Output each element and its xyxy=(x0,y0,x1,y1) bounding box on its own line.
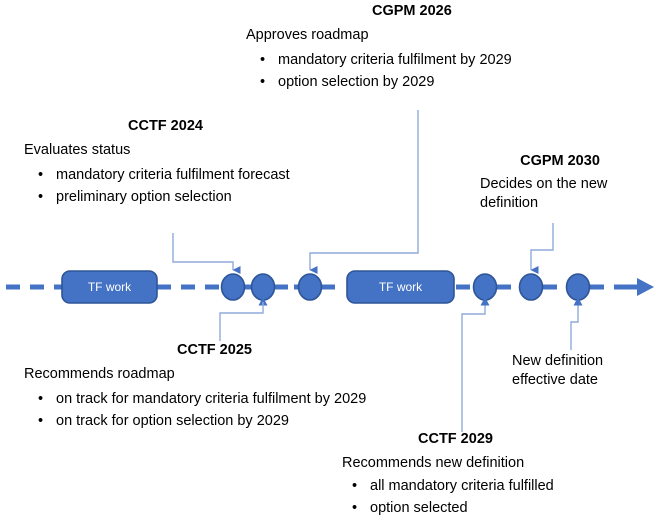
bullet-glyph-icon: • xyxy=(352,478,358,494)
annotation-new-definition: New definition effective date xyxy=(512,352,603,390)
annotation-title-cctf-2029: CCTF 2029 xyxy=(418,431,493,447)
list-item-label: preliminary option selection xyxy=(56,189,232,205)
annotation-bullets-cctf-2025: • on track for mandatory criteria fulfilm… xyxy=(24,388,366,432)
leader-arrowhead-new-definition xyxy=(573,297,583,306)
bullet-glyph-icon: • xyxy=(38,391,44,407)
annotation-new-definition-line2: effective date xyxy=(512,372,598,388)
list-item-label: option selected xyxy=(370,500,468,516)
leader-cctf-2025-path xyxy=(219,302,264,341)
annotation-cctf-2029: CCTF 2029 Recommends new definition • all… xyxy=(338,430,554,519)
list-item-label: mandatory criteria fulfilment by 2029 xyxy=(278,52,512,68)
list-item: • on track for mandatory criteria fulfilm… xyxy=(24,388,366,410)
milestone-marker-new-definition xyxy=(565,273,591,301)
annotation-lead-cgpm-2030-line1: Decides on the new xyxy=(480,176,608,192)
list-item-label: all mandatory criteria fulfilled xyxy=(370,478,554,494)
leader-cctf-2024 xyxy=(172,233,241,274)
leader-cctf-2029 xyxy=(461,305,486,432)
timeline-end-arrow-icon xyxy=(628,278,654,296)
annotation-bullets-cctf-2029: • all mandatory criteria fulfilled • optio… xyxy=(338,475,554,519)
list-item: • mandatory criteria fulfilment by 2029 xyxy=(246,49,512,71)
annotation-bullets-cctf-2024: •mandatory criteria fulfilment forecast … xyxy=(24,164,290,208)
bullet-glyph-icon: • xyxy=(352,500,358,516)
list-item-label: on track for mandatory criteria fulfilme… xyxy=(56,391,367,407)
list-item: • mandatory criteria fulfilment forecast xyxy=(24,164,290,186)
leader-arrowheads-up xyxy=(258,297,583,306)
leader-arrowhead-cctf-2029 xyxy=(480,297,490,306)
annotation-title-cgpm-2030: CGPM 2030 xyxy=(520,153,600,169)
leader-lines-2 xyxy=(219,302,264,341)
annotation-lead-cgpm-2026: Approves roadmap xyxy=(246,27,369,43)
annotation-cgpm-2026: CGPM 2026 Approves roadmap • mandatory cr… xyxy=(246,2,512,93)
phase-box-label-tf-work-1: TF work xyxy=(87,280,132,294)
annotation-lead-cctf-2025: Recommends roadmap xyxy=(24,366,175,382)
bullet-glyph-icon: • xyxy=(38,413,44,429)
list-item: • all mandatory criteria fulfilled xyxy=(338,475,554,497)
milestone-marker-cgpm-2026 xyxy=(297,273,323,301)
list-item-label: mandatory criteria fulfilment forecast xyxy=(56,167,290,183)
annotation-title-cctf-2025: CCTF 2025 xyxy=(177,342,252,358)
milestone-marker-cctf-2024 xyxy=(220,273,246,301)
annotation-cctf-2025: CCTF 2025 Recommends roadmap • on track f… xyxy=(24,341,366,432)
phase-box-label-tf-work-2: TF work xyxy=(378,280,423,294)
annotation-lead-cgpm-2030-line2: definition xyxy=(480,195,539,211)
leader-cgpm-2026 xyxy=(309,110,419,274)
bullet-glyph-icon: • xyxy=(260,74,266,90)
annotation-lead-cctf-2029: Recommends new definition xyxy=(342,455,525,471)
leader-new-definition xyxy=(570,305,579,350)
bullet-glyph-icon: • xyxy=(38,167,44,183)
list-item: • option selected xyxy=(338,497,554,519)
list-item: • on track for option selection by 2029 xyxy=(24,410,366,432)
bullet-glyph-icon: • xyxy=(260,52,266,68)
milestone-marker-cctf-2025 xyxy=(250,273,276,301)
list-item: • preliminary option selection xyxy=(24,186,290,208)
annotation-cctf-2024: CCTF 2024 Evaluates status • mandatory cr… xyxy=(24,117,290,208)
annotation-new-definition-line1: New definition xyxy=(512,353,604,369)
milestone-marker-cctf-2029 xyxy=(472,273,498,301)
list-item: • option selection by 2029 xyxy=(246,71,512,93)
milestone-marker-cgpm-2030 xyxy=(518,273,544,301)
annotation-cgpm-2030: CGPM 2030 Decides on the new definition xyxy=(480,152,640,213)
annotation-lead-cctf-2024: Evaluates status xyxy=(24,142,131,158)
annotation-bullets-cgpm-2026: • mandatory criteria fulfilment by 2029 •… xyxy=(246,49,512,93)
leader-cgpm-2030 xyxy=(530,223,554,274)
bullet-glyph-icon: • xyxy=(38,189,44,205)
annotation-title-cctf-2024: CCTF 2024 xyxy=(128,118,203,134)
list-item-label: on track for option selection by 2029 xyxy=(56,413,289,429)
list-item-label: option selection by 2029 xyxy=(278,74,435,90)
leader-arrowhead-cctf-2025 xyxy=(258,297,268,306)
annotation-title-cgpm-2026: CGPM 2026 xyxy=(372,3,452,19)
